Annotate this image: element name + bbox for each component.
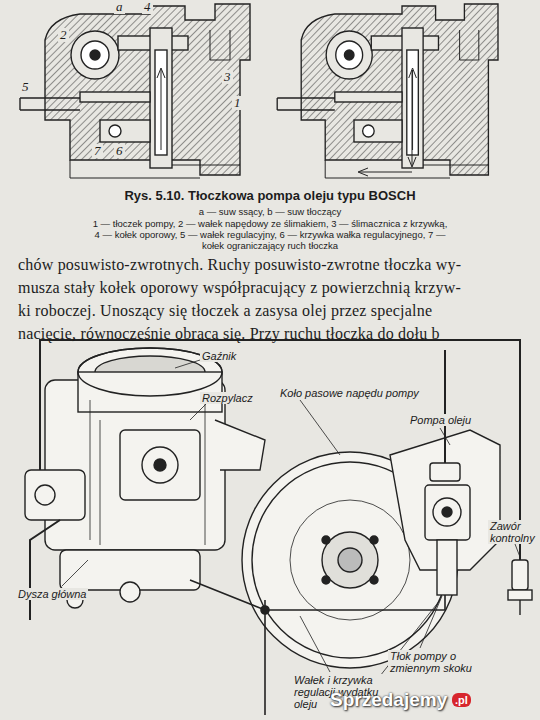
leader-line: [300, 616, 330, 672]
oil-pipe: [40, 340, 520, 560]
part-label: Koło pasowe napędu pompy: [278, 387, 421, 399]
leader-line: [62, 360, 520, 676]
carburettor: [25, 470, 85, 520]
pump-section: [20, 98, 80, 110]
leader-line: [515, 544, 520, 557]
pump-section: [109, 125, 121, 137]
pump-section: [20, 4, 250, 178]
flow-arrow: [358, 168, 368, 176]
pump-section: [157, 68, 165, 78]
leader-line: [300, 400, 340, 455]
pulley: [322, 532, 378, 588]
callout-number: 7: [92, 144, 103, 158]
flow-arrow: [412, 70, 413, 165]
linkage-rod: [264, 600, 266, 715]
callout-number: 2: [58, 28, 69, 42]
pulley: [370, 576, 378, 584]
pump-section: [161, 70, 162, 150]
figure-letter: a: [114, 0, 125, 14]
pump-section: [277, 4, 498, 178]
carburettor: [120, 582, 140, 602]
part-label: Zawór kontrolny: [488, 520, 536, 544]
callout-number: 1: [232, 96, 243, 110]
pump-section: [210, 30, 230, 60]
pump-section: [45, 4, 250, 175]
oil-pump: [437, 540, 457, 595]
pulley: [290, 500, 410, 620]
figure-caption: Rys. 5.10. Tłoczkowa pompa oleju typu BO…: [124, 189, 415, 203]
control-valve: [512, 560, 528, 590]
pump-section: [90, 50, 100, 60]
callout-number: 6: [114, 144, 125, 158]
linkage-rod: [190, 580, 445, 610]
body-text: ki roboczej. Unoszący się tłoczek a zasy…: [18, 302, 432, 320]
carburettor: [25, 348, 265, 608]
leader-line: [175, 360, 200, 368]
part-label: Rozpylacz: [200, 392, 255, 404]
carburettor: [90, 400, 205, 545]
part-label: Tłok pompy o zmiennym skoku: [388, 650, 484, 674]
linkage-rod: [261, 606, 269, 614]
pulley: [322, 576, 330, 584]
oil-pipe: [444, 350, 446, 463]
pulley: [322, 536, 330, 544]
watermark: .pl: [452, 693, 471, 707]
part-label: Pompa oleju: [408, 414, 473, 426]
pump-section: [150, 28, 172, 168]
oil-pipe: [30, 340, 520, 620]
pump-section: [81, 41, 109, 69]
carburettor: [120, 430, 200, 500]
control-valve: [519, 600, 520, 615]
pump-section: [70, 160, 240, 178]
caption-line: a — suw ssący, b — suw tłoczący: [199, 207, 341, 217]
pump-section: [100, 120, 150, 142]
oil-pipe: [30, 520, 60, 620]
body-text: musza stały kołek oporowy współpracujący…: [18, 279, 461, 297]
carburettor: [154, 459, 166, 471]
caption-line: 1 — tłoczek pompy, 2 — wałek napędowy ze…: [93, 219, 448, 229]
pump-section: [80, 92, 150, 102]
control-valve: [508, 590, 532, 600]
oil-pump: [425, 485, 470, 540]
control-valve: [508, 560, 532, 615]
part-label: Gaźnik: [200, 350, 238, 362]
oil-pump: [430, 463, 460, 481]
carburettor: [215, 420, 265, 470]
flow-arrow: [358, 70, 416, 176]
carburettor: [35, 485, 55, 505]
callout-number: 3: [222, 70, 233, 84]
oil-pump: [442, 507, 452, 517]
watermark: Sprzedajemy: [330, 690, 447, 711]
flow-arrow: [360, 172, 412, 173]
leader-line: [420, 596, 442, 648]
callout-number: 4: [142, 0, 153, 14]
leader-line: [440, 428, 450, 445]
part-label: Dysza główna: [16, 588, 88, 600]
body-text: chów posuwisto-zwrotnych. Ruchy posuwist…: [18, 256, 461, 274]
pump-section: [71, 31, 119, 79]
pulley: [338, 548, 362, 572]
oil-pump: [433, 498, 461, 526]
caption-line: kołek ograniczający ruch tłoczka: [202, 241, 338, 251]
carburettor: [142, 447, 178, 483]
pulley: [370, 536, 378, 544]
leader-line: [62, 560, 88, 586]
pump-section: [155, 50, 167, 155]
flow-arrow: [408, 157, 416, 167]
callout-number: 5: [20, 80, 31, 94]
body-text: nacięcie, równocześnie obraca się. Przy …: [18, 325, 440, 343]
caption-line: 4 — kołek oporowy, 5 — wałek regulacyjny…: [95, 230, 446, 240]
